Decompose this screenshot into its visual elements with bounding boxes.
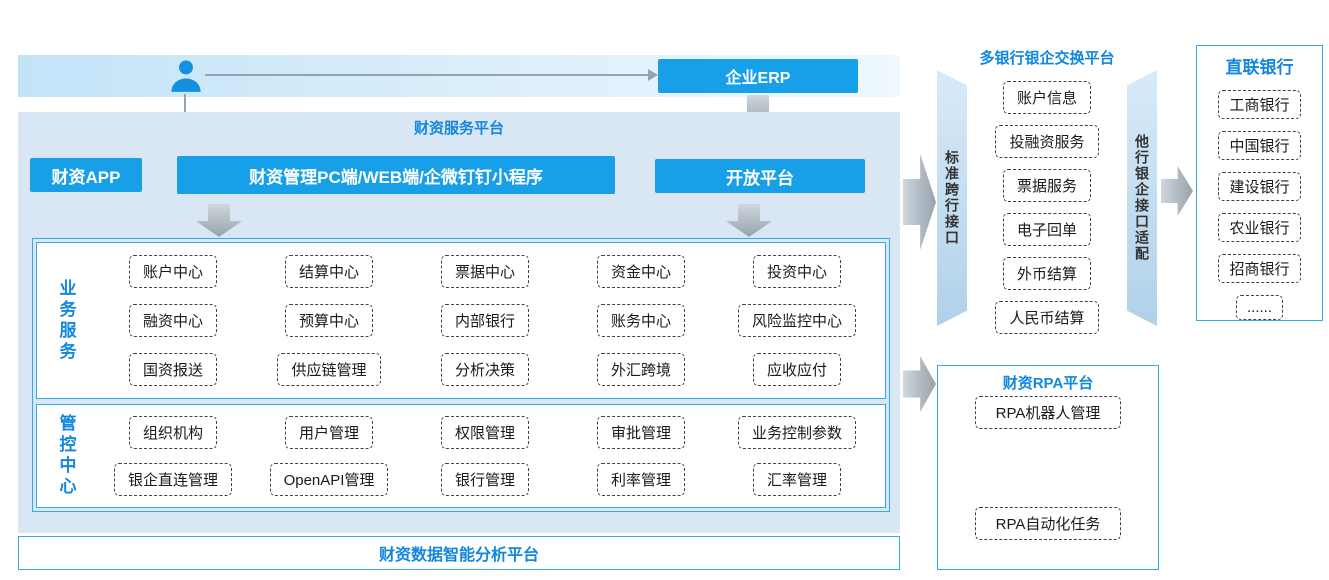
modules-outer-frame <box>32 238 890 512</box>
other-bank-adapter-label: 他行银企接口适配 <box>1134 134 1150 262</box>
control-grid: 组织机构 用户管理 权限管理 审批管理 业务控制参数 银企直连管理 OpenAP… <box>95 405 885 507</box>
exchange-item-box: 电子回单 <box>1002 213 1091 246</box>
user-icon <box>167 56 205 96</box>
business-module-box: 融资中心 <box>128 304 217 337</box>
rpa-item-box: RPA自动化任务 <box>974 507 1122 540</box>
control-module-box: 用户管理 <box>284 416 373 449</box>
business-module-box: 账务中心 <box>596 304 685 337</box>
direct-banks-title: 直联银行 <box>1225 58 1294 77</box>
exchange-item-box: 人民币结算 <box>995 301 1099 334</box>
exchange-item-box: 外币结算 <box>1002 257 1091 290</box>
bank-item-box: ...... <box>1235 295 1283 320</box>
business-module-box: 预算中心 <box>284 304 373 337</box>
control-module-box: 审批管理 <box>596 416 685 449</box>
pc-web-mini-button: 财资管理PC端/WEB端/企微钉钉小程序 <box>177 156 615 194</box>
business-module-box: 国资报送 <box>128 353 217 386</box>
business-grid: 账户中心 结算中心 票据中心 资金中心 投资中心 融资中心 预算中心 内部银行 … <box>95 243 885 398</box>
exchange-item-box: 投融资服务 <box>995 125 1099 158</box>
business-module-box: 票据中心 <box>440 255 529 288</box>
right-arrow-to-banks-icon <box>1161 166 1193 216</box>
bank-item-box: 工商银行 <box>1218 90 1301 119</box>
data-analysis-platform-bar: 财资数据智能分析平台 <box>18 536 900 570</box>
service-platform-label: 财资服务平台 <box>413 120 504 137</box>
control-module-box: 利率管理 <box>596 463 685 496</box>
arrowhead-right-icon <box>648 69 658 81</box>
connector-user-to-erp <box>205 74 648 76</box>
exchange-item-box: 账户信息 <box>1002 81 1091 114</box>
business-side-label-wrap: 业务服务 <box>37 243 95 398</box>
business-module-box: 应收应付 <box>752 353 841 386</box>
business-module-box: 结算中心 <box>284 255 373 288</box>
business-module-box: 供应链管理 <box>277 353 381 386</box>
business-module-box: 分析决策 <box>440 353 529 386</box>
right-arrow-to-exchange-icon <box>903 154 936 250</box>
treasury-app-button: 财资APP <box>30 158 142 192</box>
control-module-box: 业务控制参数 <box>737 416 856 449</box>
right-arrow-to-rpa-icon <box>903 356 936 412</box>
control-module-box: 权限管理 <box>440 416 529 449</box>
control-module-box: 组织机构 <box>128 416 217 449</box>
business-module-box: 账户中心 <box>128 255 217 288</box>
control-module-box: 汇率管理 <box>752 463 841 496</box>
business-module-box: 风险监控中心 <box>737 304 856 337</box>
exchange-platform-panel: 多银行银企交换平台 标准跨行接口 他行银企接口适配 账户信息 投融资服务 票据服… <box>937 45 1157 334</box>
bank-item-box: 中国银行 <box>1218 131 1301 160</box>
control-center-panel: 管控中心 组织机构 用户管理 权限管理 审批管理 业务控制参数 银企直连管理 O… <box>36 404 886 508</box>
bank-item-box: 招商银行 <box>1218 254 1301 283</box>
other-bank-adapter-strip: 他行银企接口适配 <box>1127 70 1157 326</box>
open-platform-button: 开放平台 <box>655 159 865 193</box>
rpa-platform-panel: 财资RPA平台 RPA机器人管理 RPA自动化任务 <box>937 365 1159 570</box>
business-module-box: 资金中心 <box>596 255 685 288</box>
control-side-label: 管控中心 <box>56 414 76 498</box>
rpa-item-box: RPA机器人管理 <box>974 396 1122 429</box>
standard-interface-strip: 标准跨行接口 <box>937 70 967 326</box>
bank-item-box: 建设银行 <box>1218 172 1301 201</box>
direct-banks-panel: 直联银行 工商银行 中国银行 建设银行 农业银行 招商银行 ...... <box>1196 45 1323 321</box>
business-side-label: 业务服务 <box>56 278 76 363</box>
exchange-platform-title: 多银行银企交换平台 <box>979 50 1115 67</box>
business-services-panel: 业务服务 账户中心 结算中心 票据中心 资金中心 投资中心 融资中心 预算中心 … <box>36 242 886 399</box>
exchange-items-list: 账户信息 投融资服务 票据服务 电子回单 外币结算 人民币结算 <box>969 81 1125 334</box>
erp-button: 企业ERP <box>658 59 858 93</box>
business-module-box: 投资中心 <box>752 255 841 288</box>
control-module-box: 银行管理 <box>440 463 529 496</box>
standard-interface-label: 标准跨行接口 <box>944 150 960 246</box>
control-module-box: OpenAPI管理 <box>269 463 389 496</box>
business-module-box: 内部银行 <box>440 304 529 337</box>
rpa-platform-title: 财资RPA平台 <box>1002 375 1094 392</box>
bank-item-box: 农业银行 <box>1218 213 1301 242</box>
control-side-label-wrap: 管控中心 <box>37 405 95 507</box>
banks-items-list: 工商银行 中国银行 建设银行 农业银行 招商银行 ...... <box>1197 90 1322 320</box>
business-module-box: 外汇跨境 <box>596 353 685 386</box>
control-module-box: 银企直连管理 <box>113 463 232 496</box>
exchange-item-box: 票据服务 <box>1002 169 1091 202</box>
